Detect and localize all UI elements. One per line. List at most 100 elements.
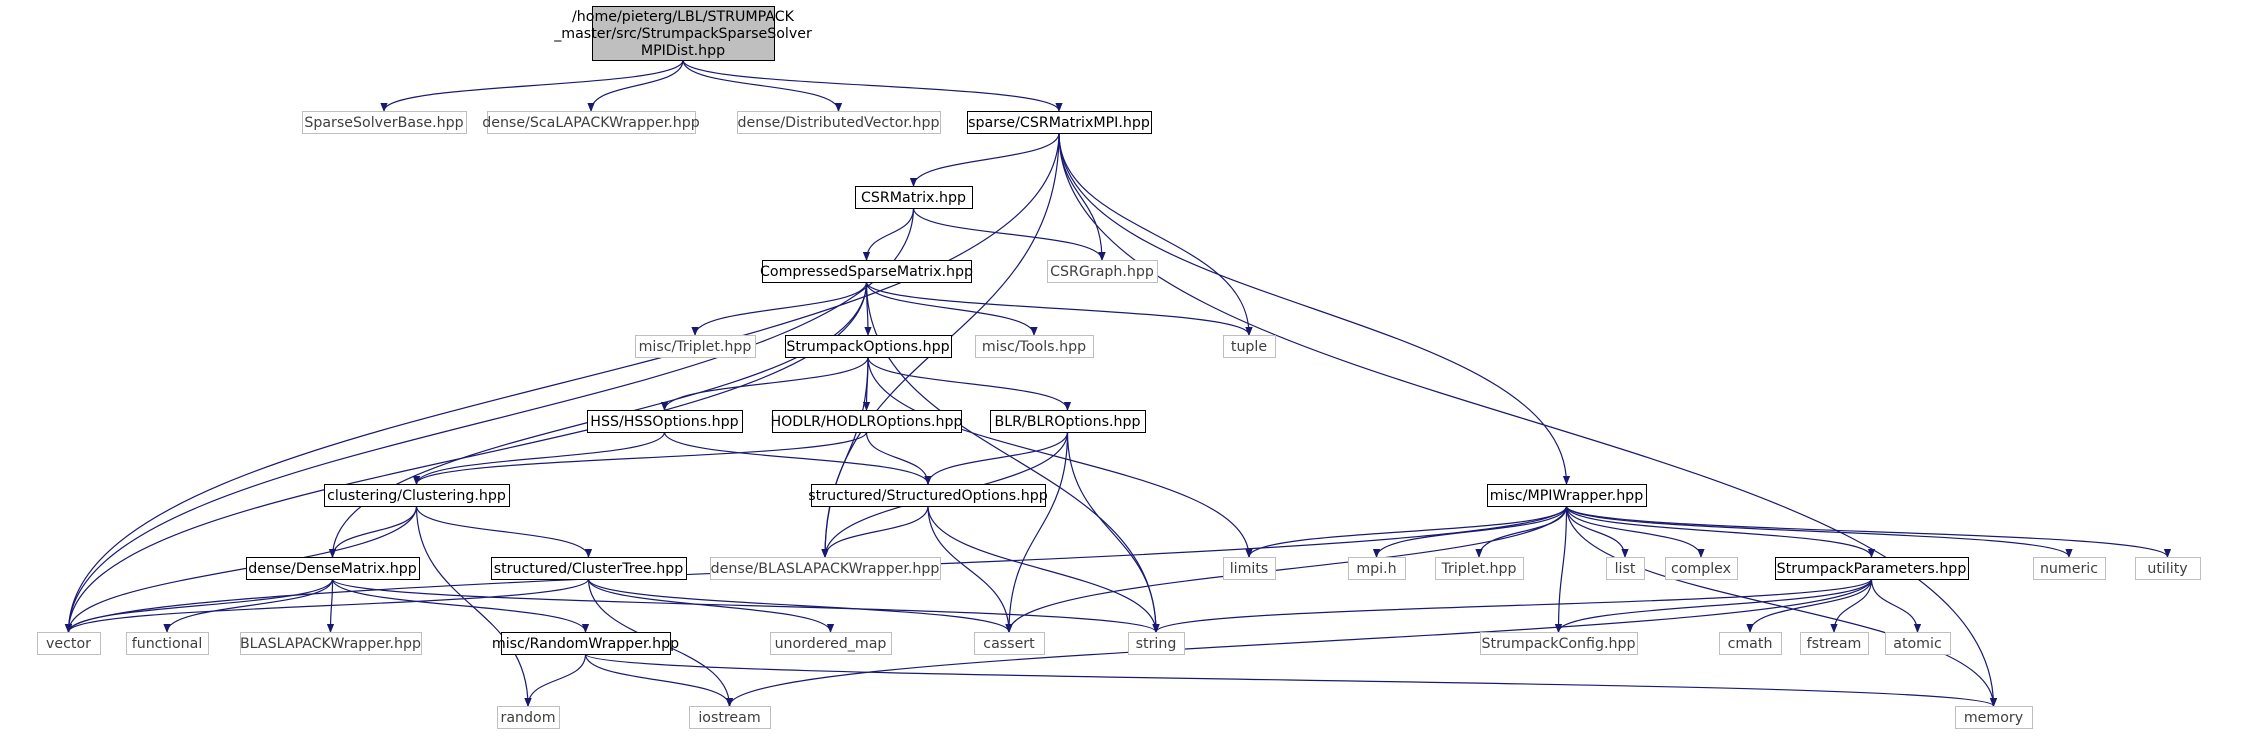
edge-mpiwrap-to-cassert <box>1009 505 1568 632</box>
node-functional: functional <box>126 632 209 655</box>
node-label: StrumpackParameters.hpp <box>1777 561 1967 577</box>
edge-clustertree-to-cassert <box>587 578 1010 633</box>
node-label: BLASLAPACKWrapper.hpp <box>240 636 421 652</box>
node-label: tuple <box>1231 339 1267 355</box>
node-label: StrumpackOptions.hpp <box>786 339 949 355</box>
node-label: functional <box>132 636 203 652</box>
edge-root-to-distvec <box>682 59 839 112</box>
node-structopts[interactable]: structured/StructuredOptions.hpp <box>808 484 1048 507</box>
node-clustering[interactable]: clustering/Clustering.hpp <box>324 484 510 507</box>
edge-blr-to-structopts <box>928 431 1069 485</box>
node-hss[interactable]: HSS/HSSOptions.hpp <box>587 410 743 433</box>
node-config: StrumpackConfig.hpp <box>1480 632 1638 655</box>
node-memory: memory <box>1955 706 2033 729</box>
node-box <box>1348 557 1406 580</box>
edge-mpiwrap-to-params <box>1565 505 1872 558</box>
edge-mpiwrap-to-config <box>1559 505 1568 632</box>
node-hodlr[interactable]: HODLR/HODLROptions.hpp <box>770 410 963 433</box>
edge-layer <box>69 59 2168 707</box>
node-triplethpp: Triplet.hpp <box>1435 557 1524 580</box>
node-label: sparse/CSRMatrixMPI.hpp <box>968 115 1150 131</box>
node-csrmatrix[interactable]: CSRMatrix.hpp <box>855 186 973 209</box>
node-densematrix[interactable]: dense/DenseMatrix.hpp <box>246 557 420 580</box>
node-mpiwrap[interactable]: misc/MPIWrapper.hpp <box>1487 484 1647 507</box>
edge-hss-to-structopts <box>663 431 929 485</box>
node-box <box>710 557 941 580</box>
node-label: HODLR/HODLROptions.hpp <box>770 414 962 430</box>
node-clustertree[interactable]: structured/ClusterTree.hpp <box>491 557 687 580</box>
edge-structopts-to-string <box>927 505 1156 632</box>
edge-csm-to-triplet <box>695 281 868 336</box>
node-limits: limits <box>1223 557 1276 580</box>
node-label: misc/RandomWrapper.hpp <box>492 636 679 652</box>
edge-mpiwrap-to-limits <box>1249 505 1568 558</box>
node-box <box>497 706 560 729</box>
node-box <box>1885 632 1951 655</box>
node-blr[interactable]: BLR/BLROptions.hpp <box>990 410 1146 433</box>
node-box <box>1128 632 1185 655</box>
node-label: vector <box>46 636 91 652</box>
node-box <box>592 6 775 61</box>
node-box <box>246 557 420 580</box>
node-box <box>990 410 1146 433</box>
node-label: cmath <box>1728 636 1773 652</box>
node-distvec: dense/DistributedVector.hpp <box>737 111 941 134</box>
node-cassert: cassert <box>974 632 1045 655</box>
node-box <box>1487 484 1647 507</box>
node-list: list <box>1606 557 1645 580</box>
node-fstream: fstream <box>1800 632 1869 655</box>
node-root[interactable]: /home/pieterg/LBL/STRUMPACK_master/src/S… <box>553 6 812 61</box>
node-atomic: atomic <box>1885 632 1951 655</box>
node-box <box>1800 632 1869 655</box>
node-vector: vector <box>37 632 101 655</box>
edge-csm-to-tools <box>865 281 1035 336</box>
node-label: HSS/HSSOptions.hpp <box>590 414 738 430</box>
node-opts[interactable]: StrumpackOptions.hpp <box>785 335 952 358</box>
node-cmath: cmath <box>1719 632 1782 655</box>
edge-root-to-scalapack <box>591 59 684 112</box>
node-params[interactable]: StrumpackParameters.hpp <box>1775 557 1969 580</box>
node-box <box>689 706 771 729</box>
node-tuple: tuple <box>1223 335 1276 358</box>
node-csrmpi[interactable]: sparse/CSRMatrixMPI.hpp <box>967 111 1152 134</box>
edge-randwrap-to-memory <box>584 653 1994 707</box>
node-box <box>2033 557 2106 580</box>
edge-csrmpi-to-csrgraph <box>1058 132 1102 260</box>
node-numeric: numeric <box>2033 557 2106 580</box>
node-tools: misc/Tools.hpp <box>975 335 1094 358</box>
node-iostream: iostream <box>689 706 771 729</box>
edge-randwrap-to-random <box>528 653 587 707</box>
node-label: dense/DenseMatrix.hpp <box>248 561 417 577</box>
node-box <box>487 111 696 134</box>
node-label: CompressedSparseMatrix.hpp <box>760 264 973 280</box>
edge-csrmpi-to-vector <box>69 132 1060 632</box>
node-csm[interactable]: CompressedSparseMatrix.hpp <box>760 260 973 283</box>
node-label: dense/ScaLAPACKWrapper.hpp <box>482 115 700 131</box>
edge-hodlr-to-clustering <box>417 431 868 485</box>
node-randwrap[interactable]: misc/RandomWrapper.hpp <box>492 632 679 655</box>
edge-params-to-atomic <box>1870 578 1918 632</box>
edge-mpiwrap-to-list <box>1565 505 1626 558</box>
node-label: random <box>500 710 555 726</box>
node-box <box>635 335 756 358</box>
node-box <box>324 484 510 507</box>
node-label: misc/Tools.hpp <box>982 339 1086 355</box>
node-label: complex <box>1671 561 1731 577</box>
edge-structopts-to-cassert <box>927 505 1009 632</box>
node-label: string <box>1136 636 1177 652</box>
edge-csrmatrix-to-csm <box>867 207 915 260</box>
node-box <box>1719 632 1782 655</box>
edge-hss-to-clustering <box>417 431 666 485</box>
node-label: limits <box>1230 561 1269 577</box>
edge-clustertree-to-unordered <box>587 578 831 633</box>
node-label: fstream <box>1807 636 1862 652</box>
edge-csrmpi-to-csrmatrix <box>914 132 1060 187</box>
node-box <box>501 632 671 655</box>
edge-csrmatrix-to-vector <box>69 207 915 632</box>
node-blaslapack: dense/BLASLAPACKWrapper.hpp <box>710 557 941 580</box>
node-label: cassert <box>983 636 1035 652</box>
edge-root-to-ssb <box>384 59 684 112</box>
node-unordered: unordered_map <box>770 632 892 655</box>
node-label: memory <box>1964 710 2023 726</box>
